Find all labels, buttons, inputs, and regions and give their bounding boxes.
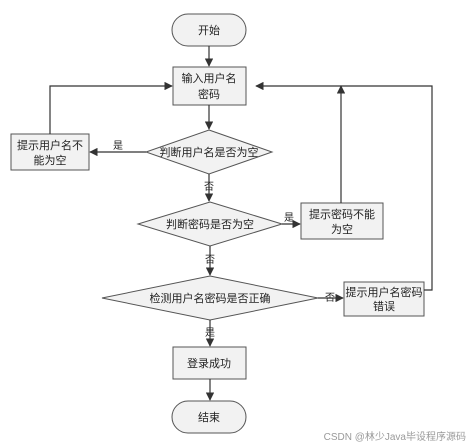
end-terminal [171,400,247,434]
credentials-wrong-line1: 提示用户名密码 [346,285,423,299]
yes-label-password: 是 [284,212,294,224]
edge-username-msg-back [49,81,173,134]
password-empty-box [300,202,384,240]
edge-wrong-msg-back [255,81,433,291]
no-label-credentials: 否 [325,292,335,304]
credentials-wrong-line2: 错误 [373,299,395,313]
no-label-username: 否 [204,181,214,193]
username-empty-line2: 能为空 [34,153,67,167]
login-success-box [172,346,247,380]
login-success-label: 登录成功 [187,356,231,370]
input-label-line1: 输入用户名 [182,71,237,85]
input-label-line2: 密码 [198,87,220,101]
check-credentials-label: 检测用户名密码是否正确 [150,291,271,305]
end-label: 结束 [198,411,220,424]
input-box [172,66,247,106]
yes-label-credentials: 是 [205,327,215,339]
password-empty-line1: 提示密码不能 [309,207,375,221]
credentials-wrong-box [343,281,425,317]
watermark: CSDN @林少Java毕设程序源码 [324,430,466,443]
username-empty-line1: 提示用户名不 [17,138,83,152]
check-password-label: 判断密码是否为空 [166,217,254,231]
start-label: 开始 [198,23,220,37]
yes-label-username: 是 [113,140,123,152]
check-username-label: 判断用户名是否为空 [160,145,259,159]
no-label-password: 否 [205,254,215,266]
password-empty-line2: 为空 [331,222,353,236]
